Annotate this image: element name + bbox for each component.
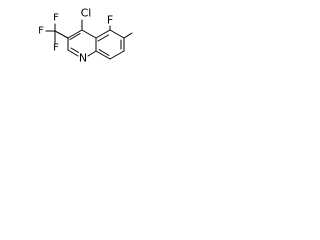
atom-f-left: F: [38, 26, 44, 37]
atom-cl: Cl: [81, 7, 92, 20]
bond-c6-methyl: [123, 32, 133, 39]
bond-c2-n: [67, 49, 79, 57]
bonds: [45, 19, 133, 60]
bond-c4a-c5: [95, 29, 111, 39]
bond-c2-cf3: [54, 30, 69, 39]
bond-c4-c3-inner: [69, 33, 81, 40]
atom-f-bottom: F: [53, 43, 59, 54]
bond-c8-c8a-inner: [98, 49, 110, 56]
bond-c8-c8a: [95, 50, 111, 60]
bond-c5-c6: [109, 29, 125, 39]
atom-f-top: F: [53, 13, 59, 24]
bond-n-c8a: [87, 50, 97, 57]
bond-c4a-c5-inner: [97, 34, 109, 42]
chemical-structure-diagram: Cl F N F F F: [38, 7, 133, 65]
bond-c2-n-inner: [70, 47, 79, 53]
atom-f-ring: F: [107, 14, 113, 27]
bond-c7-c8: [109, 50, 125, 60]
bond-c4-c3: [67, 29, 83, 39]
atom-labels: Cl F N F F F: [38, 7, 113, 65]
bond-c4a-c4: [81, 29, 97, 39]
atom-n: N: [79, 52, 87, 65]
